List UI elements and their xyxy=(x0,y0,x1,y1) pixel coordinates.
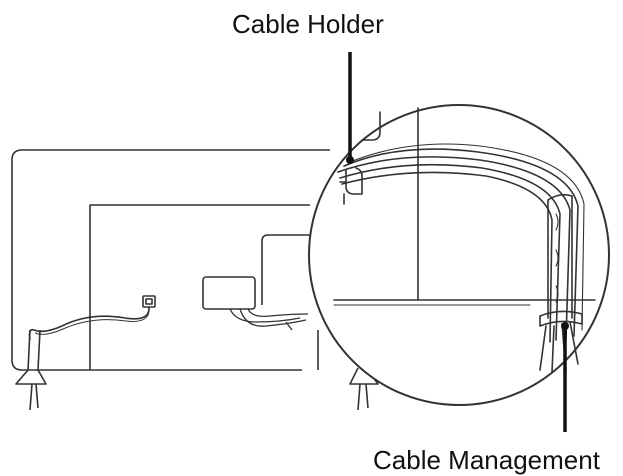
left-stand xyxy=(15,329,47,385)
power-socket xyxy=(142,295,156,308)
cable-bundle-4 xyxy=(343,148,579,337)
cable-bundle-5 xyxy=(349,143,585,331)
cable-management-channel xyxy=(547,193,573,319)
cable-management-strap xyxy=(539,310,583,327)
magnifier-circle xyxy=(308,104,610,406)
cable-management-label: Cable Management xyxy=(373,445,600,475)
zoom-hook xyxy=(361,111,381,141)
tv-back-view xyxy=(11,149,379,411)
power-cord-edge xyxy=(34,306,150,335)
left-stand-cord xyxy=(29,383,33,411)
cable-tick xyxy=(285,321,293,331)
terminal-cables-3 xyxy=(247,308,309,317)
channel-ribs xyxy=(555,213,559,303)
magnified-view xyxy=(308,104,610,406)
right-stand-cord xyxy=(357,383,361,411)
cable-holder-label: Cable Holder xyxy=(232,9,384,39)
right-stand-cord-2 xyxy=(365,383,369,409)
terminal-cables-2 xyxy=(239,308,307,327)
power-socket-pin xyxy=(145,298,153,305)
rear-box xyxy=(261,234,312,305)
terminal-box xyxy=(202,276,256,310)
cable-bundle-3 xyxy=(341,171,553,343)
cables-below-strap xyxy=(539,321,579,373)
terminal-cables xyxy=(229,308,301,323)
tv-outer-panel xyxy=(11,149,330,371)
left-stand-cord-2 xyxy=(35,383,39,409)
cable-holder-leader-dot xyxy=(346,156,354,164)
cable-management-leader-dot xyxy=(561,322,569,330)
cable-holder-clip xyxy=(345,167,363,195)
leader-lines xyxy=(348,52,567,432)
tv-inner-panel xyxy=(89,204,310,370)
power-cord xyxy=(28,306,150,341)
cable-bundle-1 xyxy=(337,156,571,341)
